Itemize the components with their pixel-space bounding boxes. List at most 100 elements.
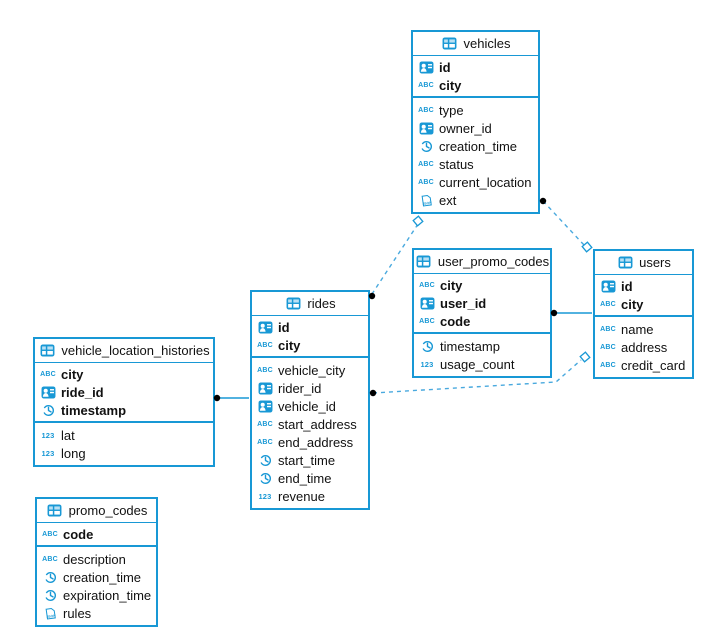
field-name[interactable]: ABC name — [600, 321, 654, 337]
field-status[interactable]: ABC status — [418, 156, 474, 172]
field-type[interactable]: ABC type — [418, 102, 464, 118]
table-header-vehicle-location-histories[interactable]: vehicle_location_histories — [35, 339, 213, 363]
table-vehicle-location-histories[interactable]: vehicle_location_histories ABC city ride… — [33, 337, 215, 467]
table-icon — [616, 256, 634, 270]
field-user-id[interactable]: user_id — [414, 294, 550, 312]
field-usage-count[interactable]: 123 usage_count — [414, 355, 550, 373]
field-start-address[interactable]: ABC start_address — [257, 416, 357, 432]
id-icon — [417, 60, 435, 74]
table-icon — [46, 504, 64, 518]
number-icon: 123 — [41, 430, 55, 440]
varchar-icon: ABC — [257, 420, 273, 428]
varchar-icon: ABC — [42, 530, 58, 538]
varchar-icon: ABC — [600, 300, 616, 308]
field-city[interactable]: ABC city — [40, 366, 84, 382]
table-user-promo-codes[interactable]: user_promo_codes ABC city user_id ABC co… — [412, 248, 552, 378]
field-address[interactable]: ABC address — [600, 339, 668, 355]
varchar-icon: ABC — [40, 370, 56, 378]
number-icon: 123 — [41, 448, 55, 458]
relation-endpoint-diamond — [581, 241, 593, 253]
table-rides[interactable]: rides id ABC city ABC vehicle_city rider… — [250, 290, 370, 510]
table-header-user-promo-codes[interactable]: user_promo_codes — [414, 250, 550, 274]
table-icon — [284, 297, 302, 311]
field-rules[interactable]: rules — [37, 604, 156, 622]
field-vehicle-id[interactable]: vehicle_id — [252, 397, 368, 415]
table-title: promo_codes — [68, 503, 148, 518]
field-end-address[interactable]: ABC end_address — [257, 434, 354, 450]
varchar-icon: ABC — [419, 317, 435, 325]
field-code[interactable]: ABC code — [419, 313, 471, 329]
table-header-rides[interactable]: rides — [252, 292, 368, 316]
field-city[interactable]: ABC city — [419, 277, 463, 293]
json-icon — [417, 193, 435, 207]
varchar-icon: ABC — [418, 81, 434, 89]
varchar-icon: ABC — [600, 343, 616, 351]
timestamp-icon — [39, 403, 57, 417]
field-revenue[interactable]: 123 revenue — [252, 487, 368, 505]
relation-endpoint-dot — [539, 197, 547, 205]
table-promo-codes[interactable]: promo_codes ABC code ABC description cre… — [35, 497, 158, 627]
relation-user-promo-codes-users[interactable] — [550, 309, 592, 317]
field-timestamp[interactable]: timestamp — [414, 337, 550, 355]
id-icon — [599, 279, 617, 293]
varchar-icon: ABC — [600, 361, 616, 369]
table-header-vehicles[interactable]: vehicles — [413, 32, 538, 56]
table-title: users — [639, 255, 671, 270]
table-title: vehicle_location_histories — [61, 343, 210, 358]
timestamp-icon — [256, 453, 274, 467]
field-code[interactable]: ABC code — [42, 526, 94, 542]
field-owner-id[interactable]: owner_id — [413, 119, 538, 137]
field-start-time[interactable]: start_time — [252, 451, 368, 469]
timestamp-icon — [417, 139, 435, 153]
id-icon — [417, 121, 435, 135]
field-vehicle-city[interactable]: ABC vehicle_city — [257, 362, 346, 378]
id-icon — [418, 296, 436, 310]
field-credit-card[interactable]: ABC credit_card — [600, 357, 686, 373]
field-creation-time[interactable]: creation_time — [413, 137, 538, 155]
relation-vehicles-users[interactable] — [539, 197, 593, 253]
field-long[interactable]: 123 long — [35, 444, 213, 462]
table-icon — [38, 344, 56, 358]
varchar-icon: ABC — [42, 555, 58, 563]
field-ride-id[interactable]: ride_id — [35, 383, 213, 401]
field-current-location[interactable]: ABC current_location — [418, 174, 532, 190]
table-header-users[interactable]: users — [595, 251, 692, 275]
relation-endpoint-diamond — [412, 215, 424, 227]
field-city[interactable]: ABC city — [600, 296, 644, 312]
varchar-icon: ABC — [257, 341, 273, 349]
table-icon — [441, 37, 459, 51]
table-header-promo-codes[interactable]: promo_codes — [37, 499, 156, 523]
field-end-time[interactable]: end_time — [252, 469, 368, 487]
varchar-icon: ABC — [600, 325, 616, 333]
field-description[interactable]: ABC description — [42, 551, 126, 567]
field-id[interactable]: id — [413, 58, 538, 76]
relation-endpoint-diamond — [579, 351, 591, 363]
field-id[interactable]: id — [252, 318, 368, 336]
json-icon — [41, 606, 59, 620]
field-ext[interactable]: ext — [413, 191, 538, 209]
field-city[interactable]: ABC city — [418, 77, 462, 93]
id-icon — [39, 385, 57, 399]
field-creation-time[interactable]: creation_time — [37, 568, 156, 586]
field-city[interactable]: ABC city — [257, 337, 301, 353]
field-expiration-time[interactable]: expiration_time — [37, 586, 156, 604]
id-icon — [256, 399, 274, 413]
table-vehicles[interactable]: vehicles id ABC city ABC type owner_id — [411, 30, 540, 214]
timestamp-icon — [41, 570, 59, 584]
varchar-icon: ABC — [418, 178, 434, 186]
field-lat[interactable]: 123 lat — [35, 426, 213, 444]
table-title: vehicles — [463, 36, 511, 51]
field-rider-id[interactable]: rider_id — [252, 379, 368, 397]
varchar-icon: ABC — [419, 281, 435, 289]
id-icon — [256, 381, 274, 395]
field-id[interactable]: id — [595, 277, 692, 295]
table-users[interactable]: users id ABC city ABC name ABC address A… — [593, 249, 694, 379]
relation-vehicle-location-histories-rides[interactable] — [213, 394, 249, 402]
id-icon — [256, 320, 274, 334]
field-timestamp[interactable]: timestamp — [35, 401, 213, 419]
number-icon: 123 — [420, 359, 434, 369]
timestamp-icon — [256, 471, 274, 485]
number-icon: 123 — [258, 491, 272, 501]
table-title: rides — [307, 296, 336, 311]
